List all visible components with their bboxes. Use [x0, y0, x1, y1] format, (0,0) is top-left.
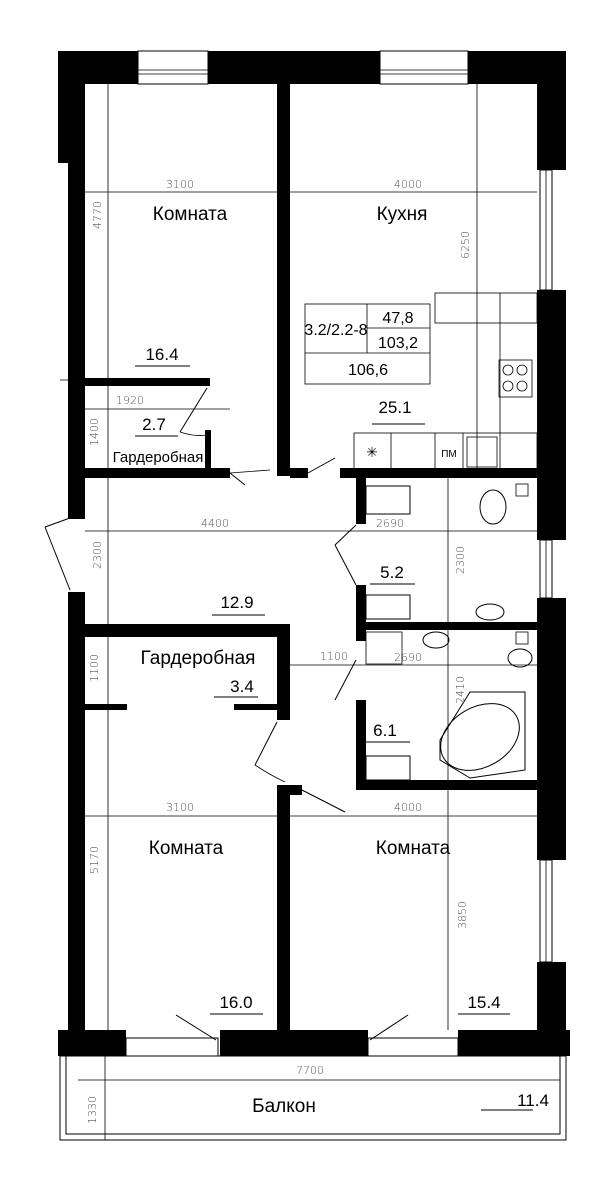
room1-area: 16.4 [145, 345, 178, 364]
dim-hall-width: 4400 [201, 517, 229, 530]
dim-wardrobe2-depth: 1100 [88, 654, 101, 682]
total-area: 103,2 [378, 335, 418, 352]
room2-name: Комната [149, 838, 224, 859]
wardrobe1-area: 2.7 [142, 415, 166, 434]
balcony [59, 1055, 567, 1141]
dim-bath-depth: 2410 [454, 676, 467, 704]
dim-wc-depth: 2300 [454, 546, 467, 574]
washbasin-icon [422, 631, 450, 649]
doors [44, 387, 357, 813]
balcony-name: Балкон [252, 1096, 316, 1117]
room1-name: Комната [153, 204, 228, 225]
dim-wc-width: 2690 [376, 517, 404, 530]
dim-bath-width: 2690 [394, 651, 422, 664]
dim-kitchen-width: 4000 [394, 178, 422, 191]
room3-area: 15.4 [467, 993, 500, 1012]
dimension-labels: 3100 4000 4770 6250 1920 1400 4400 2690 … [86, 178, 472, 1124]
dim-room1-depth: 4770 [91, 201, 104, 229]
dim-kitchen-depth: 6250 [459, 231, 472, 259]
windows [125, 50, 553, 1057]
room3-name: Комната [376, 838, 451, 859]
stove-icon [498, 359, 533, 398]
bathtub-icon [439, 691, 526, 779]
room2-area: 16.0 [219, 993, 252, 1012]
dimension-lines [60, 84, 560, 1081]
dim-wardrobe1-depth: 1400 [88, 418, 101, 446]
total-area-with-balcony: 106,6 [348, 362, 388, 379]
dim-room2-depth: 5170 [88, 846, 101, 874]
kitchen-area: 25.1 [378, 398, 411, 417]
dim-hall-depth: 2300 [91, 541, 104, 569]
apartment-info-box: 3.2/2.2-8 47,8 103,2 106,6 [304, 303, 431, 385]
fridge-icon: ✳ [366, 444, 378, 460]
wc-area: 5.2 [380, 563, 404, 582]
dim-room3-width: 4000 [394, 801, 422, 814]
wardrobe2-name: Гардеробная [141, 648, 256, 669]
wardrobe2-area: 3.4 [230, 677, 254, 696]
washbasin-icon [475, 603, 505, 621]
dim-wardrobe1-width: 1920 [116, 394, 144, 407]
walls [58, 51, 570, 1056]
living-area: 47,8 [382, 310, 413, 327]
dim-room2-width: 3100 [166, 801, 194, 814]
toilet-icon [507, 648, 533, 668]
balcony-area: 11.4 [517, 1091, 549, 1110]
room-areas: 16.4 2.7 25.1 5.2 12.9 3.4 6.1 16.0 15.4… [135, 345, 549, 1111]
dim-balcony-width: 7700 [296, 1064, 324, 1077]
bath-area: 6.1 [373, 721, 397, 740]
washing-machine-icon [365, 631, 403, 665]
toilet-icon [479, 489, 507, 525]
sink-icon [466, 436, 498, 468]
hall-area: 12.9 [220, 593, 253, 612]
kitchen-furniture: ✳ ПМ [353, 292, 538, 470]
dishwasher-label: ПМ [441, 449, 457, 460]
dim-wardrobe2-width: 1100 [320, 650, 348, 663]
wardrobe1-name: Гардеробная [113, 449, 204, 466]
room-labels: Комната Кухня Гардеробная Гардеробная Ко… [113, 204, 451, 1117]
apartment-code: 3.2/2.2-8 [304, 322, 367, 339]
dim-balcony-depth: 1330 [86, 1096, 99, 1124]
dim-room3-depth: 3850 [456, 901, 469, 929]
bathroom-fixtures [365, 483, 533, 779]
kitchen-name: Кухня [377, 204, 428, 225]
dim-room1-width: 3100 [166, 178, 194, 191]
